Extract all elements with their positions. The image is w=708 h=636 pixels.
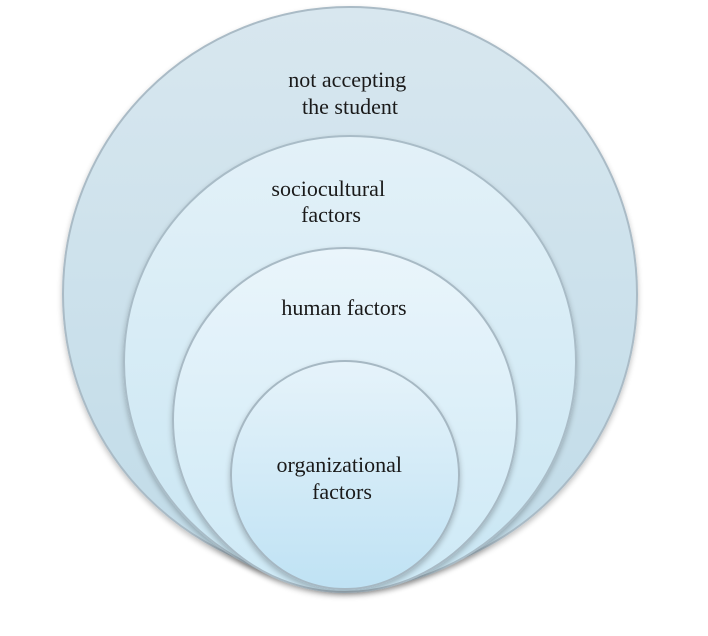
circle-third-label-line-1: human factors bbox=[281, 295, 406, 320]
circle-inner-shape bbox=[230, 360, 460, 590]
circle-outer-label-line-2: the student bbox=[302, 94, 398, 119]
circle-third-label: human factors bbox=[281, 295, 406, 320]
circle-outer-label-line-1: not accepting bbox=[288, 67, 406, 92]
circle-inner-label: organizational factors bbox=[277, 452, 408, 504]
circle-inner-label-line-2: factors bbox=[312, 479, 372, 504]
circle-inner: organizational factors bbox=[230, 360, 460, 590]
circle-outer-label: not accepting the student bbox=[288, 67, 411, 119]
circle-second-label: sociocultural factors bbox=[271, 176, 390, 227]
circle-inner-label-line-1: organizational bbox=[277, 452, 402, 477]
circle-second-label-line-2: factors bbox=[301, 202, 361, 227]
circle-second-label-line-1: sociocultural bbox=[271, 176, 385, 201]
